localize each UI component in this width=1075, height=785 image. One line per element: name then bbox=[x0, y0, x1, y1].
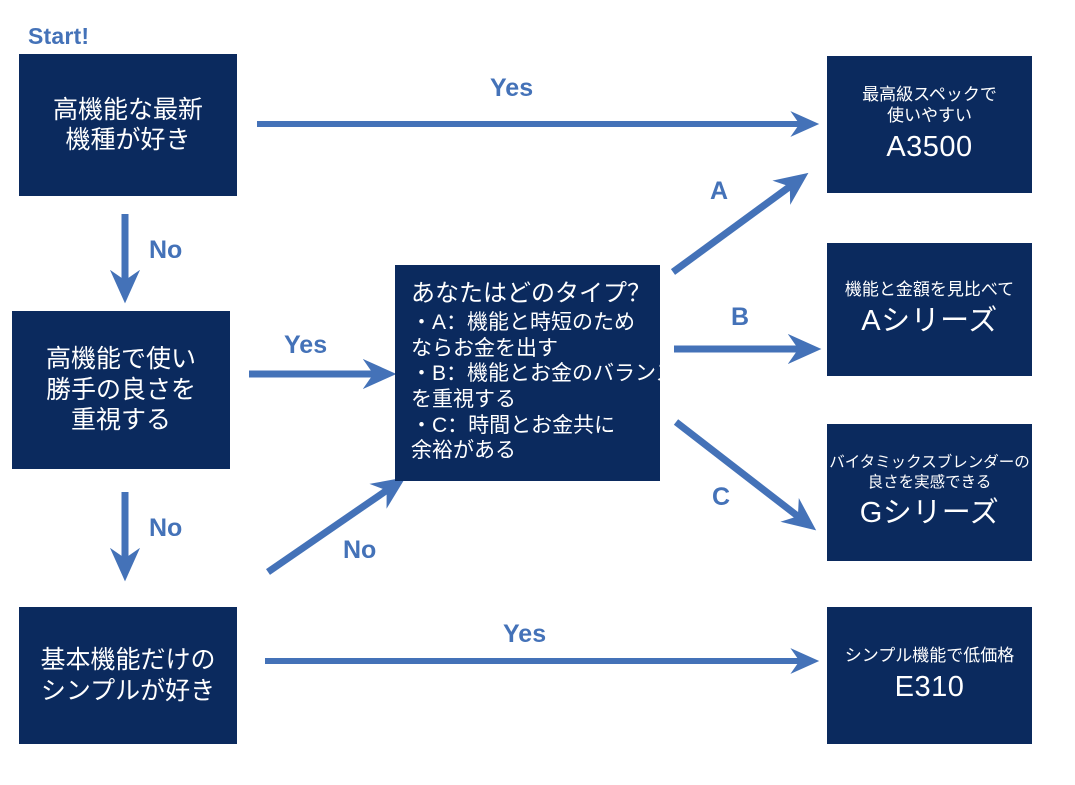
arrow-type-a bbox=[670, 172, 809, 275]
node-question-1-line2: 機種が好き bbox=[65, 126, 191, 154]
node-question-2-line1: 高機能で使い bbox=[45, 345, 196, 374]
start-label: Start! bbox=[28, 23, 90, 49]
node-question-2-line2: 勝手の良さを bbox=[45, 375, 196, 404]
decision-option-a-line1: ・A：機能と時短のため bbox=[411, 311, 636, 335]
result-a3500-sub2: 使いやすい bbox=[887, 105, 972, 125]
node-result-g-series: バイタミックスブレンダーの 良さを実感できる Gシリーズ bbox=[827, 424, 1032, 561]
node-question-1: 高機能な最新 機種が好き bbox=[19, 54, 237, 196]
edge-label-type-a: A bbox=[710, 177, 729, 205]
node-question-3-line1: 基本機能だけの bbox=[40, 646, 216, 674]
result-e310-sub1: シンプル機能で低価格 bbox=[844, 646, 1015, 666]
node-question-1-line1: 高機能な最新 bbox=[52, 95, 203, 124]
node-result-a3500: 最高級スペックで 使いやすい A3500 bbox=[827, 56, 1032, 193]
arrow-type-c bbox=[673, 419, 817, 531]
result-a-series-sub1: 機能と金額を見比べて bbox=[844, 280, 1015, 300]
node-question-3: 基本機能だけの シンプルが好き bbox=[19, 607, 237, 744]
result-a3500-sub1: 最高級スペックで bbox=[862, 84, 997, 104]
edge-label-type-b: B bbox=[731, 303, 750, 331]
edge-label-q1-no: No bbox=[149, 236, 183, 264]
edge-label-q3-no: No bbox=[343, 536, 377, 564]
node-question-3-line2: シンプルが好き bbox=[40, 676, 216, 705]
result-e310-model: E310 bbox=[894, 671, 965, 704]
edge-label-q2-yes: Yes bbox=[284, 331, 328, 359]
result-a3500-model: A3500 bbox=[886, 131, 973, 164]
decision-option-b-line1: ・B：機能とお金のバランス bbox=[411, 362, 677, 386]
result-g-series-model: Gシリーズ bbox=[859, 497, 1000, 530]
edge-label-type-c: C bbox=[712, 483, 731, 511]
result-g-series-sub1: バイタミックスブレンダーの bbox=[829, 454, 1030, 472]
result-a-series-model: Aシリーズ bbox=[861, 305, 998, 338]
decision-option-a-line2: ならお金を出す bbox=[411, 336, 558, 360]
decision-option-b-line2: を重視する bbox=[411, 388, 516, 412]
result-g-series-sub2: 良さを実感できる bbox=[867, 473, 992, 491]
edge-label-q2-no: No bbox=[149, 514, 183, 542]
node-result-a-series: 機能と金額を見比べて Aシリーズ bbox=[827, 243, 1032, 376]
decision-heading: あなたはどのタイプ？ bbox=[411, 280, 651, 307]
decision-option-c-line1: ・C：時間とお金共に bbox=[411, 413, 616, 437]
node-question-2: 高機能で使い 勝手の良さを 重視する bbox=[12, 311, 230, 469]
node-question-2-line3: 重視する bbox=[70, 406, 171, 435]
edge-label-q3-yes: Yes bbox=[503, 620, 547, 648]
edge-label-q1-yes: Yes bbox=[490, 74, 534, 102]
node-result-e310: シンプル機能で低価格 E310 bbox=[827, 607, 1032, 744]
decision-option-c-line2: 余裕がある bbox=[411, 439, 516, 463]
node-decision-type: あなたはどのタイプ？ ・A：機能と時短のため ならお金を出す ・B：機能とお金の… bbox=[395, 265, 677, 481]
